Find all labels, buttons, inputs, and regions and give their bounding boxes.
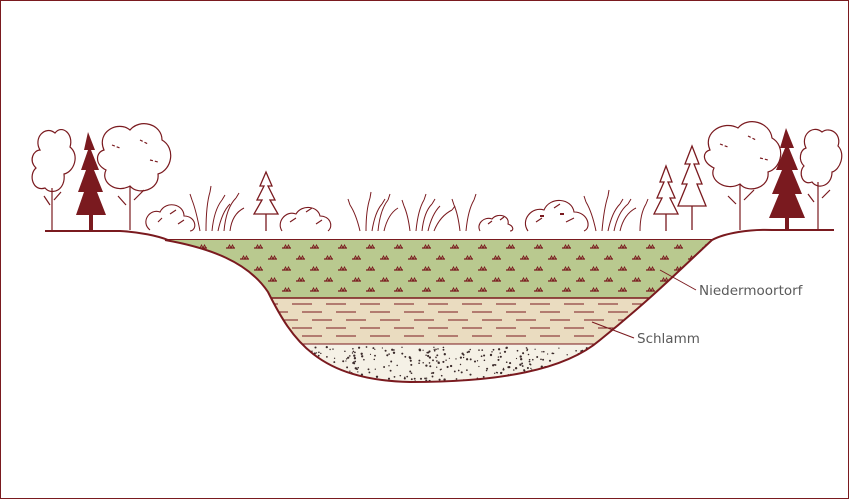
conifer-tree-icon <box>76 132 106 231</box>
deciduous-tree-icon <box>32 130 75 230</box>
deciduous-tree-icon <box>704 122 780 230</box>
basin-layers <box>150 240 730 389</box>
vegetation <box>32 122 842 231</box>
reeds-icon <box>584 190 648 231</box>
peat-label: Niedermoortorf <box>699 283 804 299</box>
ground-surface-line <box>45 230 834 240</box>
deciduous-tree-icon <box>800 129 841 230</box>
conifer-tree-icon <box>254 172 278 231</box>
shrub-icon <box>280 207 331 231</box>
reeds-icon <box>190 186 244 231</box>
shrub-icon <box>146 205 195 231</box>
mud-label: Schlamm <box>637 331 700 347</box>
conifer-tree-icon <box>769 128 805 230</box>
shrub-icon <box>525 200 588 231</box>
peat-layer <box>150 240 730 298</box>
conifer-tree-icon <box>678 146 706 230</box>
deciduous-tree-icon <box>98 124 171 230</box>
shrub-icon <box>479 215 513 231</box>
reeds-icon <box>348 192 476 231</box>
conifer-tree-icon <box>654 166 678 231</box>
